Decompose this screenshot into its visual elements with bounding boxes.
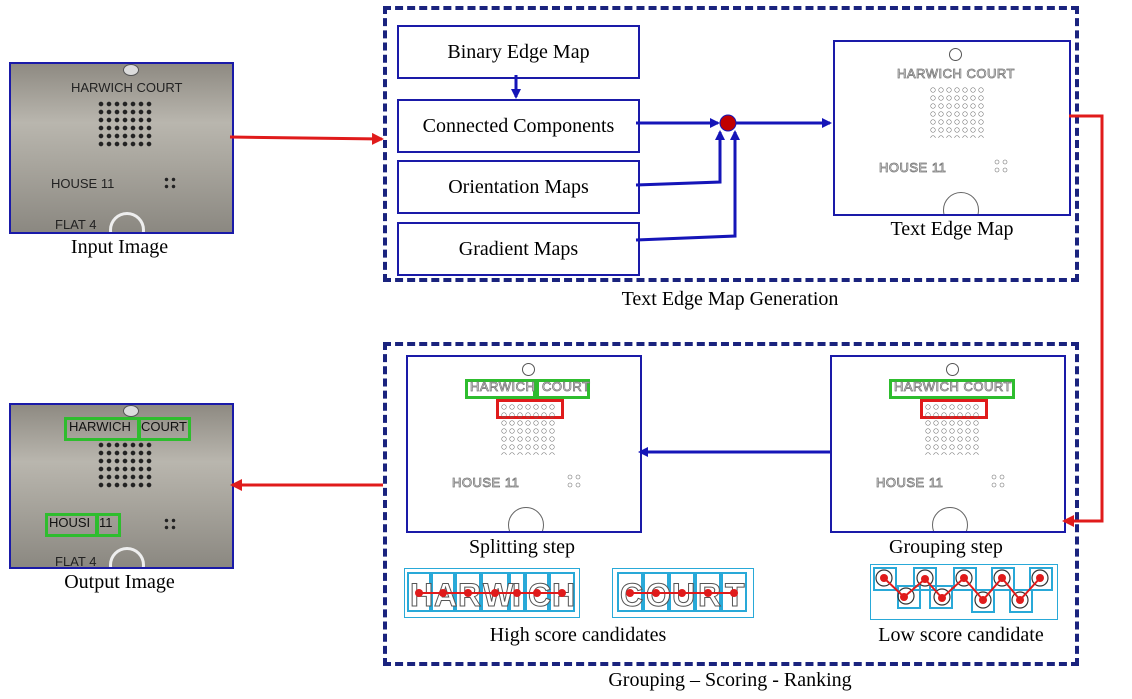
doorbell-ring [109,547,145,567]
line-orientation-to-junction [635,130,725,187]
line-gradient-to-junction [635,130,740,242]
binary-edge-map-box: Binary Edge Map [397,25,640,79]
group-box-harwich-court [889,379,1015,399]
sign-text-line3: FLAT 4 [55,217,97,232]
group-text-house: HOUSE 11 [876,475,944,491]
screw-outline [946,363,959,376]
orientation-maps-label: Orientation Maps [448,175,589,198]
output-detection-box-11 [95,513,121,537]
stage1-title: Text Edge Map Generation [621,288,839,310]
svg-text:W: W [483,577,514,613]
stage2-title: Grouping – Scoring - Ranking [608,669,852,691]
input-image: HARWICH COURT HOUSE 11 FLAT 4 [9,62,234,234]
edge-small-holes [993,158,1009,174]
speaker-grille [97,441,153,489]
splitting-step-caption: Splitting step [468,536,576,558]
output-word-housi: HOUSI [49,515,91,530]
edge-small-holes [566,473,582,489]
court-chain-nodes [626,589,738,597]
screw [123,405,139,417]
connected-components-label: Connected Components [422,114,615,137]
output-image: HARWICH COURT HOUSI 11 FLAT 4 [9,403,234,569]
stage2-dashed-frame [383,342,1079,666]
grouping-step-image: HARWICH COURT HOUSE 11 [830,355,1066,533]
harwich-chain-nodes [415,589,566,597]
edge-text-line1: HARWICH COURT [897,66,1015,82]
small-holes [163,517,177,531]
junction-node [719,114,737,132]
sign-text-line1: HARWICH COURT [71,80,183,95]
low-score-caption: Low score candidate [878,624,1044,646]
candidate-strip-low [870,564,1058,620]
output-word-11: 11 [99,515,113,530]
low-candidate-nodes [880,574,1044,604]
split-text-house: HOUSE 11 [452,475,520,491]
small-holes [163,176,177,190]
low-candidate-holes [875,569,1049,609]
split-box-harwich [465,379,536,399]
candidate-strip-court [612,568,754,618]
arrow-input-to-stage1 [229,132,384,145]
sign-text-line3: FLAT 4 [55,554,97,569]
output-detection-box-court [137,417,191,441]
sign-text-line2: HOUSE 11 [51,176,115,191]
edge-text-line2: HOUSE 11 [879,160,947,176]
input-image-caption: Input Image [70,236,169,258]
speaker-grille [97,100,153,148]
group-text-line1: HARWICH COURT [894,379,1012,395]
split-text-court: COURT [542,379,591,395]
binary-edge-map-label: Binary Edge Map [447,40,590,63]
gradient-maps-label: Gradient Maps [458,237,579,260]
splitting-step-image: HARWICH COURT HOUSE 11 [406,355,642,533]
high-score-caption: High score candidates [489,624,667,646]
arrow-edgemap-to-grouping [1062,114,1104,527]
output-word-harwich: HARWICH [69,419,131,434]
connected-components-box: Connected Components [397,99,640,153]
candidate-strip-harwich [404,568,580,618]
text-edge-map-image: HARWICH COURT HOUSE 11 [833,40,1071,216]
doorbell-ring [109,212,145,232]
output-word-court: COURT [141,419,187,434]
screw-outline [949,48,962,61]
orientation-maps-box: Orientation Maps [397,160,640,214]
edge-small-holes [990,473,1006,489]
output-image-caption: Output Image [64,571,175,593]
edge-grille [929,86,985,138]
screw-outline [522,363,535,376]
split-text-harwich: HARWICH [470,379,536,395]
edge-grille [500,403,556,455]
screw [123,64,139,76]
stage1-dashed-frame [383,6,1079,282]
grouping-step-caption: Grouping step [889,536,1003,558]
text-edge-map-caption: Text Edge Map [890,218,1014,240]
split-box-court [536,379,590,399]
gradient-maps-box: Gradient Maps [397,222,640,276]
low-candidate-boxes [873,567,1053,613]
edge-grille [924,403,980,455]
